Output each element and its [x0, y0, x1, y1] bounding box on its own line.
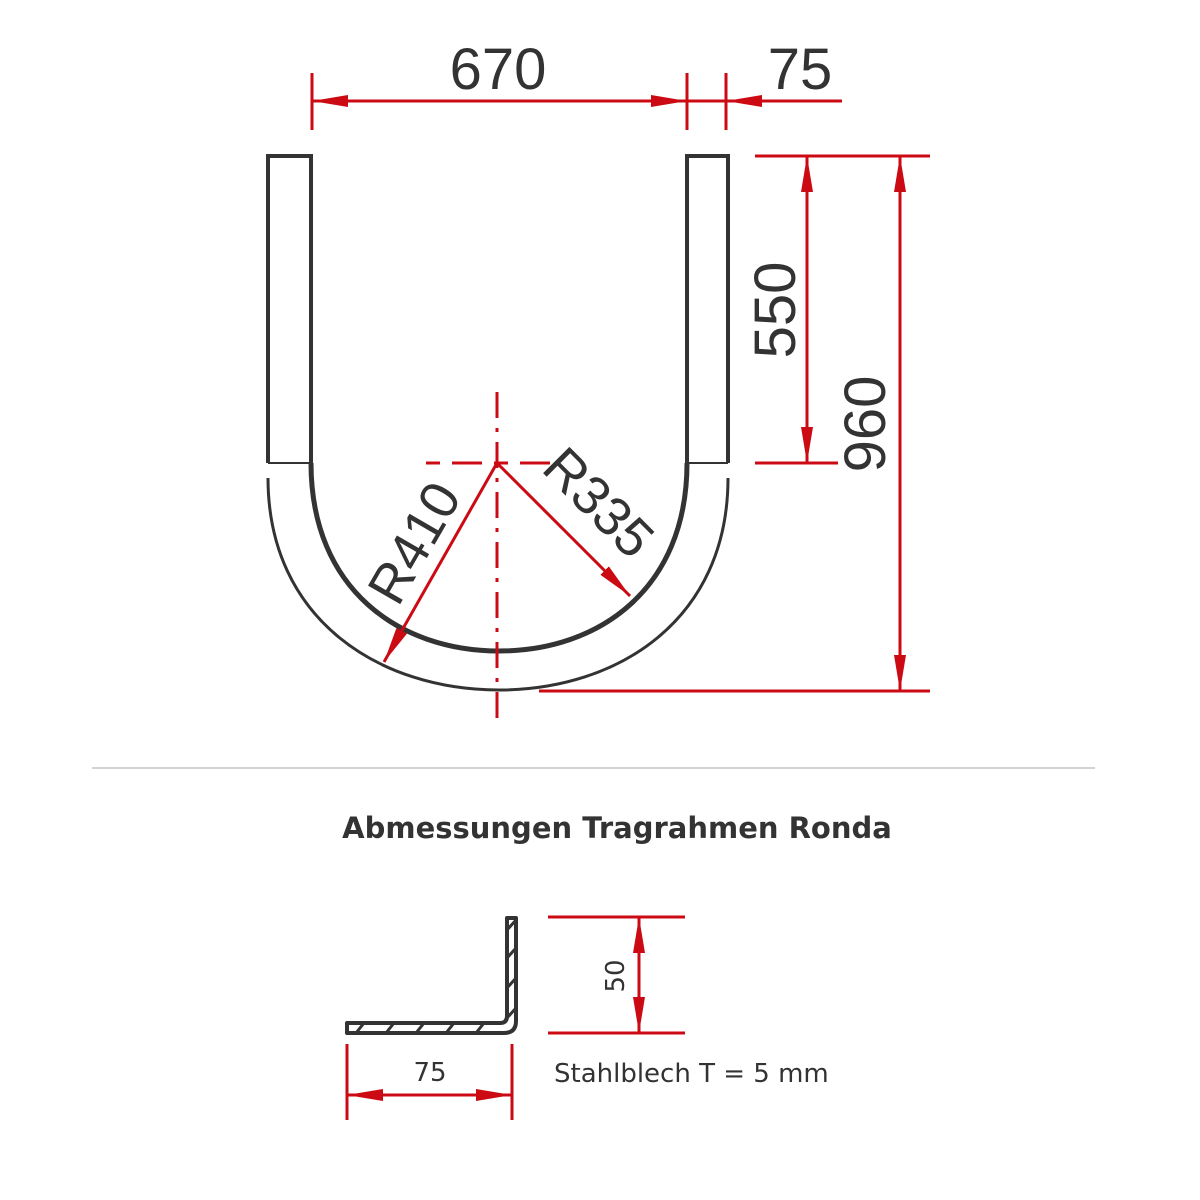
- dim-label-670: 670: [450, 37, 547, 102]
- r335-label: R335: [532, 436, 666, 570]
- dim-label-550: 550: [743, 262, 808, 359]
- r410-label: R410: [356, 472, 473, 614]
- centerlines: [426, 392, 562, 722]
- frame-inner-arc: [308, 462, 690, 654]
- angle-profile-outline: [345, 916, 518, 1035]
- width-dimensions: 670 75: [310, 37, 842, 130]
- frame-outer-arc: [266, 477, 730, 692]
- dim-label-75-top: 75: [768, 37, 833, 102]
- material-note: Stahlblech T = 5 mm: [554, 1059, 829, 1089]
- profile-dim-label-75: 75: [413, 1058, 446, 1088]
- angle-profile-section: 75 50 Stahlblech T = 5 mm: [345, 915, 829, 1120]
- r410-leader: [382, 462, 499, 663]
- dim-label-960: 960: [833, 376, 898, 473]
- frame-right-leg: [685, 154, 730, 463]
- profile-dim-label-50: 50: [601, 959, 631, 992]
- r335-leader: [495, 461, 632, 598]
- u-frame-drawing: [266, 154, 730, 692]
- radius-dimensions: R410 R335: [356, 436, 666, 663]
- drawing-title: Abmessungen Tragrahmen Ronda: [342, 811, 892, 845]
- height-dimensions: 550 960: [539, 154, 930, 693]
- frame-left-leg: [266, 154, 313, 463]
- section-hatching: [354, 918, 518, 1034]
